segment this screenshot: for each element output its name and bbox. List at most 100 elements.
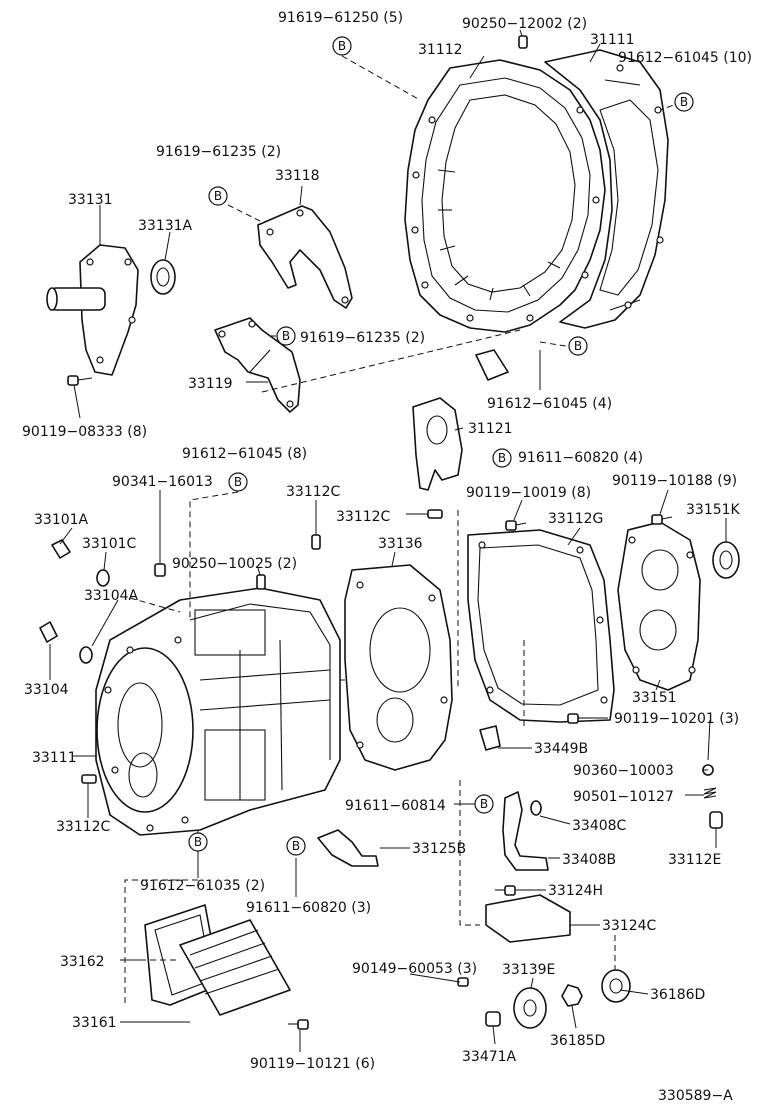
label-33125b: 33125B [412, 841, 466, 857]
gear-36186d [601, 969, 631, 1003]
part-labels: 91619−61250 (5) 90250−12002 (2) 31111 91… [22, 10, 752, 1104]
b-marker: B [332, 36, 352, 56]
rear-retainer-33151 [617, 521, 701, 691]
label-90250-12002: 90250−12002 (2) [462, 16, 587, 32]
gasket-33101c [96, 569, 110, 587]
svg-text:B: B [194, 835, 202, 849]
gear-33139e [513, 987, 547, 1029]
label-91611-60814: 91611−60814 [345, 798, 446, 814]
label-33162: 33162 [60, 954, 105, 970]
plug-33101a [51, 539, 71, 559]
transmission-case-33111 [95, 587, 341, 836]
leader-lines [49, 29, 727, 1052]
label-90119-10019: 90119−10019 (8) [466, 485, 591, 501]
svg-text:B: B [680, 95, 688, 109]
label-33124h: 33124H [548, 883, 603, 899]
oil-seal-33131a [150, 259, 176, 295]
label-36186d: 36186D [650, 987, 705, 1003]
svg-text:B: B [574, 339, 582, 353]
label-90360-10003: 90360−10003 [573, 763, 674, 779]
svg-text:B: B [214, 189, 222, 203]
label-90149-60053: 90149−60053 (3) [352, 961, 477, 977]
plug-33112e [709, 811, 723, 829]
label-33408c: 33408C [572, 818, 627, 834]
label-33111-left: 33111 [32, 750, 77, 766]
cover-plate-33161 [179, 919, 291, 1016]
svg-text:B: B [498, 451, 506, 465]
pin-90250-12002 [518, 35, 528, 49]
label-33104: 33104 [24, 682, 69, 698]
speedometer-sleeve-33408b [502, 791, 549, 871]
clutch-housing-31112 [404, 59, 606, 333]
bolt-90119-10201 [567, 713, 592, 724]
gasket-33408c [530, 800, 542, 816]
intermediate-plate-33136 [344, 564, 453, 771]
bolt-33124h [495, 885, 516, 896]
label-33112c-c: 33112C [56, 819, 111, 835]
label-91611-60820-4: 91611−60820 (4) [518, 450, 643, 466]
sleeve-33471a [485, 1011, 501, 1027]
plug-33104 [39, 621, 58, 643]
label-91611-60820-3: 91611−60820 (3) [246, 900, 371, 916]
label-91619-61235-b: 91619−61235 (2) [300, 330, 425, 346]
label-90119-08333: 90119−08333 (8) [22, 424, 147, 440]
bolt-90119-10121 [288, 1019, 309, 1030]
label-90119-10201: 90119−10201 (3) [614, 711, 739, 727]
label-91612-61045-4: 91612−61045 (4) [487, 396, 612, 412]
label-33118: 33118 [275, 168, 320, 184]
pin-33112c-c [81, 774, 97, 784]
label-33151: 33151 [632, 690, 677, 706]
label-33124c: 33124C [602, 918, 657, 934]
cover-33124c [485, 894, 571, 943]
label-31112: 31112 [418, 42, 463, 58]
spring-90501-10127 [703, 787, 717, 799]
label-33104a: 33104A [84, 588, 139, 604]
b-marker: B [568, 336, 588, 356]
label-90341-16013: 90341−16013 [112, 474, 213, 490]
label-90250-10025: 90250−10025 (2) [172, 556, 297, 572]
b-marker: B [276, 326, 296, 346]
extension-housing-31111 [544, 49, 669, 329]
label-91612-61045-8: 91612−61045 (8) [182, 446, 307, 462]
clip-33449b [479, 725, 501, 751]
label-91612-61045-10: 91612−61045 (10) [618, 50, 752, 66]
svg-text:B: B [480, 797, 488, 811]
label-33101c: 33101C [82, 536, 137, 552]
label-33139e: 33139E [502, 962, 555, 978]
drawing-number: 330589−A [658, 1088, 733, 1104]
pin-33112c-b [427, 509, 443, 519]
bolt-90119-08333 [67, 375, 93, 386]
label-31111-top: 31111 [590, 32, 635, 48]
label-33408b: 33408B [562, 852, 616, 868]
label-33471a: 33471A [462, 1049, 517, 1065]
b-marker: B [286, 836, 306, 856]
label-90501-10127: 90501−10127 [573, 789, 674, 805]
label-33119: 33119 [188, 376, 233, 392]
label-33131: 33131 [68, 192, 113, 208]
label-31121: 31121 [468, 421, 513, 437]
plug-31121 [475, 349, 509, 381]
b-marker: B [492, 448, 512, 468]
label-91619-61250: 91619−61250 (5) [278, 10, 403, 26]
svg-text:B: B [282, 329, 290, 343]
pin-90250-10025 [256, 574, 266, 590]
bracket-33125b [317, 829, 379, 867]
oil-seal-33151k [712, 541, 740, 579]
label-33112g: 33112G [548, 511, 603, 527]
b-marker: B [474, 794, 494, 814]
bracket-33119 [214, 317, 301, 413]
label-90119-10121: 90119−10121 (6) [250, 1056, 375, 1072]
label-33112c-a: 33112C [286, 484, 341, 500]
breather-90341-16013 [154, 563, 166, 577]
label-33161: 33161 [72, 1015, 117, 1031]
gasket-33104a [79, 646, 93, 664]
extension-case-33112g [467, 529, 615, 723]
label-33449b: 33449B [534, 741, 588, 757]
b-marker: B [188, 832, 208, 852]
label-33136: 33136 [378, 536, 423, 552]
pin-33112c-a [311, 534, 321, 550]
svg-text:B: B [338, 39, 346, 53]
label-36185d: 36185D [550, 1033, 605, 1049]
svg-text:B: B [292, 839, 300, 853]
